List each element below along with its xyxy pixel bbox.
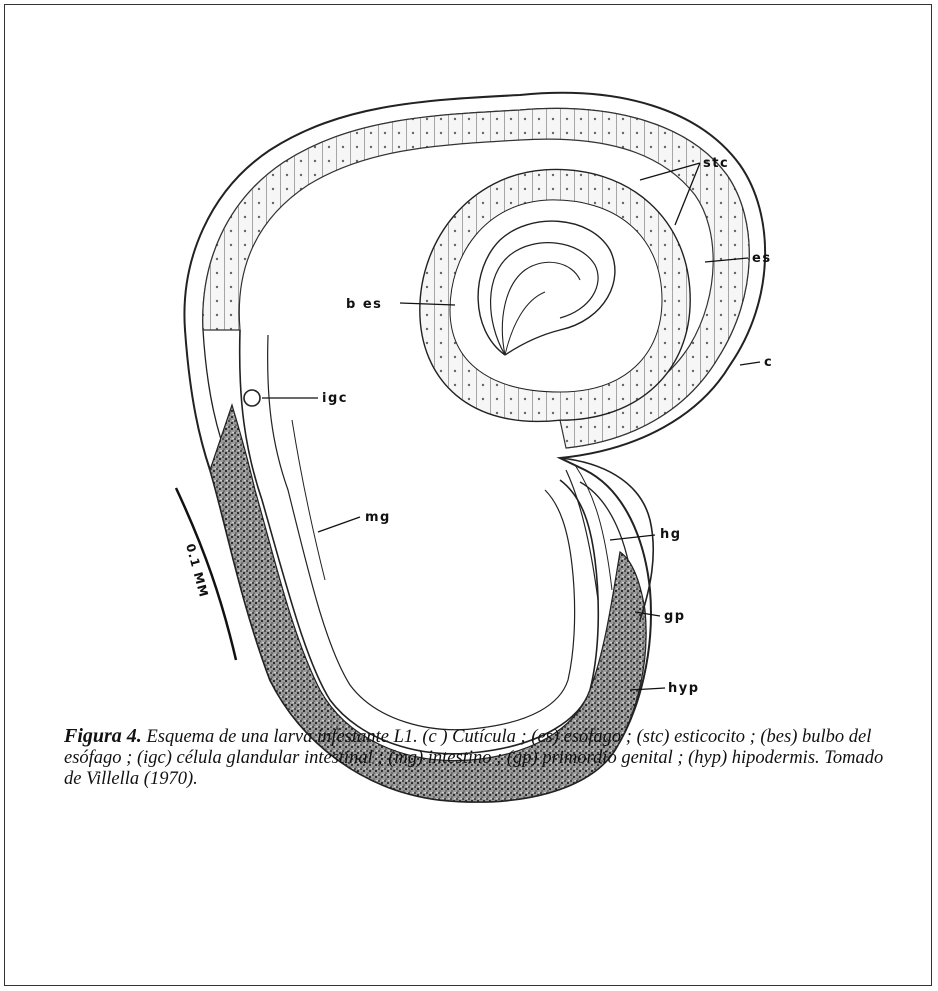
igc-cell xyxy=(244,390,260,406)
esophagus-coil xyxy=(420,170,690,422)
leader-c xyxy=(740,362,760,365)
label-hyp: hyp xyxy=(668,681,700,696)
caption-figure-name: Figura 4. xyxy=(64,725,142,747)
scale-bar-label: 0.1 MM xyxy=(183,542,211,599)
caption-text: Esquema de una larva infestante L1. (c )… xyxy=(64,727,883,789)
label-c: c xyxy=(764,355,773,370)
coil-cells xyxy=(420,170,690,422)
label-gp: gp xyxy=(664,609,686,624)
label-igc: igc xyxy=(322,391,348,406)
label-es: es xyxy=(752,251,772,266)
label-hg: hg xyxy=(660,527,682,542)
coil-inner-4 xyxy=(505,292,545,355)
label-stc: stc xyxy=(703,156,729,171)
coil-inner-1 xyxy=(478,221,615,355)
coil-inner-3 xyxy=(502,262,580,355)
label-mg: mg xyxy=(365,510,391,525)
label-bes: b es xyxy=(346,297,382,312)
figure-caption: Figura 4. Esquema de una larva infestant… xyxy=(64,726,884,790)
midgut-lumen xyxy=(292,420,325,580)
leader-mg xyxy=(318,517,360,532)
leader-hg xyxy=(610,535,655,540)
